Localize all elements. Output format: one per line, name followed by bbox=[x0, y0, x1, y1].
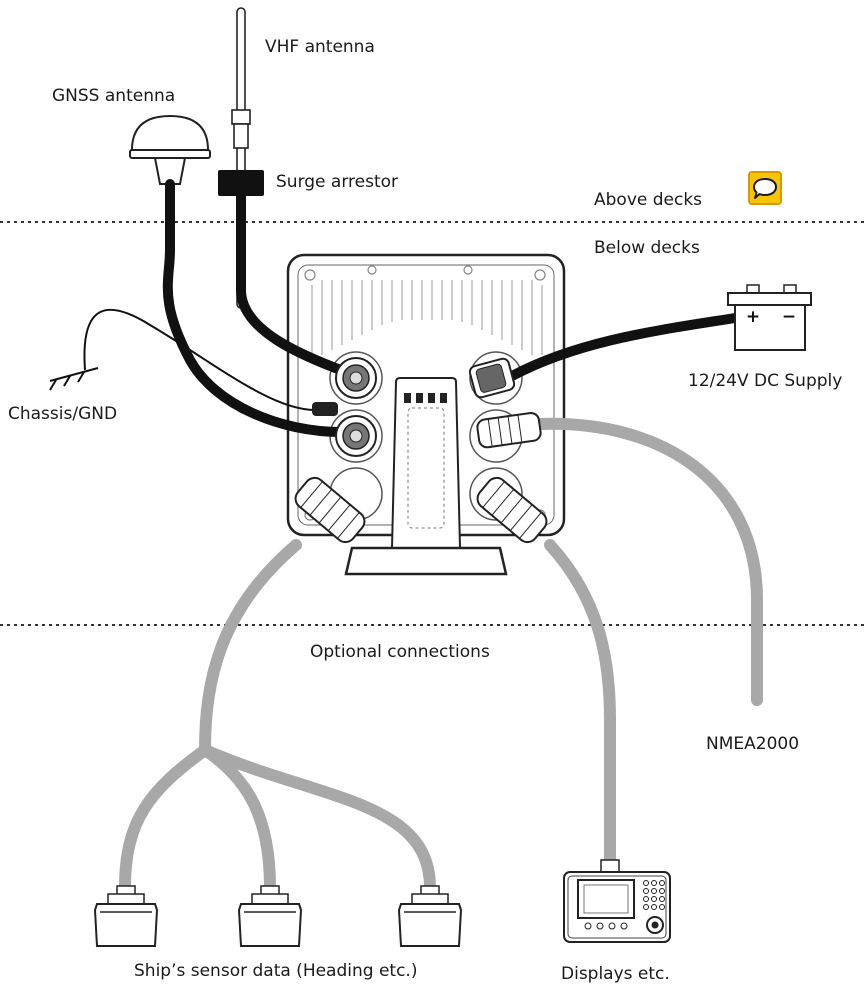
surge-arrestor bbox=[218, 170, 264, 196]
sensor-branch-cable-left bbox=[119, 744, 211, 894]
vhf-cable bbox=[236, 185, 351, 377]
power-cable bbox=[507, 313, 740, 381]
battery-minus-label: − bbox=[782, 307, 796, 327]
nmea2000-cable bbox=[534, 417, 763, 706]
above-decks-label: Above decks bbox=[594, 190, 703, 210]
below-decks-label: Below decks bbox=[594, 238, 700, 258]
gnss-antenna bbox=[129, 114, 211, 185]
ground-symbol bbox=[49, 367, 99, 391]
vhf-connector bbox=[335, 357, 377, 399]
speech-bubble-icon bbox=[753, 178, 777, 199]
displays-label: Displays etc. bbox=[561, 964, 670, 984]
comment-icon[interactable] bbox=[748, 171, 782, 205]
surge-arrestor-label: Surge arrestor bbox=[276, 172, 399, 192]
sensor-trunk-cable bbox=[199, 539, 302, 756]
ground-lug bbox=[312, 402, 338, 416]
sensor-box bbox=[237, 885, 303, 947]
ground-wire bbox=[83, 308, 316, 411]
gnss-cable bbox=[162, 179, 347, 437]
sensor-data-label: Ship’s sensor data (Heading etc.) bbox=[134, 961, 418, 981]
dc-supply-label: 12/24V DC Supply bbox=[688, 371, 843, 391]
display-device bbox=[563, 859, 671, 943]
sensor-connector bbox=[294, 476, 366, 544]
nmea2000-connector bbox=[476, 411, 542, 449]
sensor-box bbox=[93, 885, 159, 947]
chassis-gnd-label: Chassis/GND bbox=[8, 404, 118, 424]
sensor-branch-cable-right bbox=[199, 744, 436, 894]
sensor-box bbox=[397, 885, 463, 947]
gnss-antenna-label: GNSS antenna bbox=[52, 86, 176, 106]
gnss-connector bbox=[335, 415, 377, 457]
battery-plus-label: + bbox=[746, 307, 760, 327]
optional-connections-label: Optional connections bbox=[310, 642, 490, 662]
display-cable bbox=[544, 539, 616, 868]
power-connector bbox=[468, 357, 516, 399]
vhf-antenna-label: VHF antenna bbox=[265, 37, 375, 57]
transponder-unit bbox=[286, 253, 566, 576]
nmea2000-label: NMEA2000 bbox=[706, 734, 800, 754]
battery: + − bbox=[727, 284, 812, 351]
display-connector bbox=[476, 476, 548, 544]
